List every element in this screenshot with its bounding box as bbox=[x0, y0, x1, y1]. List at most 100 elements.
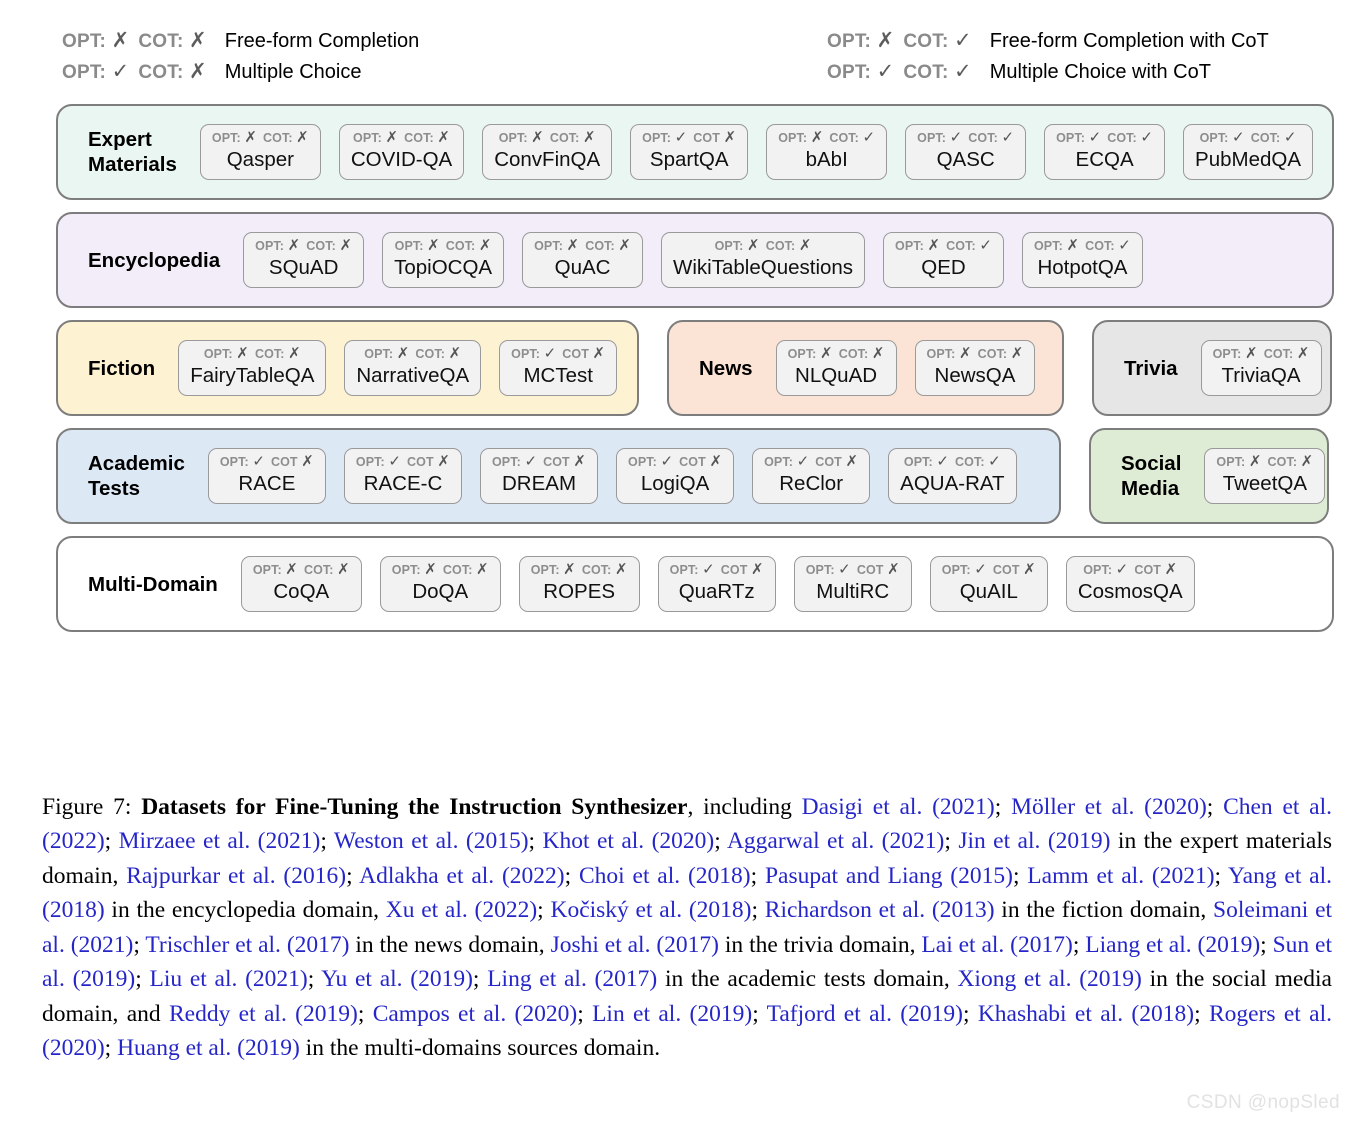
citation-link[interactable]: Jin et al. (2019) bbox=[958, 828, 1111, 855]
cot-flag: COT: ✗ bbox=[838, 345, 885, 363]
dataset-tag[interactable]: OPT: ✓COT: ✓PubMedQA bbox=[1183, 124, 1314, 180]
opt-flag: OPT: ✗ bbox=[1033, 237, 1080, 255]
dataset-tag[interactable]: OPT: ✓COT ✗SpartQA bbox=[630, 124, 749, 180]
citation-link[interactable]: Ling et al. (2017) bbox=[487, 966, 658, 993]
citation-link[interactable]: Khot et al. (2020) bbox=[542, 828, 715, 855]
citation-link[interactable]: Lamm et al. (2021) bbox=[1027, 862, 1215, 889]
citation-link[interactable]: Richardson et al. (2013) bbox=[764, 897, 995, 924]
dataset-tag[interactable]: OPT: ✗COT: ✗ConvFinQA bbox=[482, 124, 613, 180]
dataset-tag[interactable]: OPT: ✓COT: ✓AQUA-RAT bbox=[888, 448, 1017, 504]
dataset-tag[interactable]: OPT: ✓COT: ✓QASC bbox=[905, 124, 1027, 180]
dataset-tag[interactable]: OPT: ✗COT: ✗COVID-QA bbox=[338, 124, 465, 180]
dataset-tag-name: NLQuAD bbox=[795, 363, 878, 387]
citation-link[interactable]: Lin et al. (2019) bbox=[592, 1000, 753, 1027]
dataset-tag[interactable]: OPT: ✗COT: ✗NewsQA bbox=[914, 340, 1036, 396]
citation-link[interactable]: Trischler et al. (2017) bbox=[145, 931, 350, 958]
cot-mark: ✗ bbox=[887, 561, 900, 579]
dataset-tag-list: OPT: ✗COT: ✗Qasper OPT: ✗COT: ✗COVID-QA OP… bbox=[191, 124, 1322, 180]
citation-link[interactable]: Möller et al. (2020) bbox=[1011, 794, 1207, 820]
dataset-tag[interactable]: OPT: ✗COT: ✗DoQA bbox=[379, 556, 501, 612]
citation-link[interactable]: Yu et al. (2019) bbox=[321, 966, 473, 993]
caption-text: ; bbox=[714, 828, 727, 855]
citation-link[interactable]: Yang et al. (2018) bbox=[42, 862, 1333, 924]
dataset-tag[interactable]: OPT: ✗COT: ✗ROPES bbox=[518, 556, 640, 612]
dataset-tag[interactable]: OPT: ✗COT: ✗NarrativeQA bbox=[344, 340, 482, 396]
dataset-tag-list: OPT: ✗COT: ✗TweetQA bbox=[1195, 448, 1334, 504]
dataset-tag-flags: OPT: ✓COT ✗ bbox=[1078, 562, 1183, 579]
citation-link[interactable]: Khashabi et al. (2018) bbox=[977, 1000, 1195, 1027]
opt-mark: ✓ bbox=[543, 345, 557, 363]
opt-mark: ✗ bbox=[244, 129, 258, 147]
dataset-tag[interactable]: OPT: ✓COT ✗RACE bbox=[207, 448, 326, 504]
dataset-tag[interactable]: OPT: ✗COT: ✓HotpotQA bbox=[1021, 232, 1143, 288]
opt-mark: ✗ bbox=[1248, 453, 1262, 471]
citation-link[interactable]: Tafjord et al. (2019) bbox=[766, 1000, 963, 1027]
citation-link[interactable]: Liang et al. (2019) bbox=[1085, 931, 1261, 958]
dataset-tag[interactable]: OPT: ✗COT: ✗TweetQA bbox=[1204, 448, 1326, 504]
citation-link[interactable]: Aggarwal et al. (2021) bbox=[726, 828, 945, 855]
dataset-tag[interactable]: OPT: ✓COT ✗QuaRTz bbox=[657, 556, 776, 612]
figure-title: Datasets for Fine-Tuning the Instruction… bbox=[141, 794, 688, 820]
dataset-tag[interactable]: OPT: ✗COT: ✗QuAC bbox=[522, 232, 644, 288]
citation-link[interactable]: Soleimani et al. (2021) bbox=[42, 897, 1333, 958]
citation-link[interactable]: Dasigi et al. (2021) bbox=[801, 794, 995, 820]
caption-text: ; bbox=[564, 862, 579, 889]
citation-link[interactable]: Chen et al. (2022) bbox=[42, 794, 1333, 855]
citation-link[interactable]: Lai et al. (2017) bbox=[921, 931, 1073, 958]
dataset-tag[interactable]: OPT: ✗COT: ✗WikiTableQuestions bbox=[661, 232, 866, 288]
citation-link[interactable]: Kočiský et al. (2018) bbox=[550, 897, 752, 924]
dataset-tag[interactable]: OPT: ✗COT: ✓bAbI bbox=[766, 124, 888, 180]
citation-link[interactable]: Reddy et al. (2019) bbox=[168, 1000, 358, 1027]
dataset-tag[interactable]: OPT: ✗COT: ✗TriviaQA bbox=[1200, 340, 1322, 396]
citation-link[interactable]: Liu et al. (2021) bbox=[149, 966, 308, 993]
dataset-tag-flags: OPT: ✗COT: ✗ bbox=[673, 238, 853, 255]
citation-link[interactable]: Xiong et al. (2019) bbox=[957, 966, 1142, 993]
cot-mark: ✗ bbox=[573, 453, 587, 471]
dataset-tag[interactable]: OPT: ✗COT: ✓QED bbox=[883, 232, 1004, 288]
citation-link[interactable]: Huang et al. (2019) bbox=[117, 1034, 300, 1061]
citation-link[interactable]: Joshi et al. (2017) bbox=[550, 931, 720, 958]
opt-flag: OPT: ✓ bbox=[1199, 129, 1245, 147]
dataset-tag[interactable]: OPT: ✗COT: ✗FairyTableQA bbox=[178, 340, 327, 396]
dataset-tag-name: DREAM bbox=[501, 471, 577, 495]
opt-flag: OPT: ✗ bbox=[1216, 453, 1262, 471]
citation-link[interactable]: Adlakha et al. (2022) bbox=[359, 862, 565, 889]
dataset-tag[interactable]: OPT: ✓COT ✗CosmosQA bbox=[1065, 556, 1195, 612]
dataset-tag[interactable]: OPT: ✓COT ✗LogiQA bbox=[616, 448, 735, 504]
citation-link[interactable]: Sun et al. (2019) bbox=[42, 931, 1333, 993]
dataset-tag-name: QED bbox=[921, 255, 966, 279]
cot-mark: ✓ bbox=[953, 60, 972, 83]
citation-link[interactable]: Rogers et al. (2020) bbox=[42, 1000, 1332, 1061]
legend-item-right-1: OPT: ✓COT: ✓Multiple Choice with CoT bbox=[827, 59, 1269, 90]
dataset-tag[interactable]: OPT: ✗COT: ✗Qasper bbox=[199, 124, 321, 180]
cot-flag: COT: ✗ bbox=[404, 129, 450, 147]
caption-text: ; bbox=[133, 931, 146, 958]
citation-link[interactable]: Choi et al. (2018) bbox=[579, 862, 751, 889]
dataset-tag[interactable]: OPT: ✓COT ✗DREAM bbox=[479, 448, 599, 504]
citation-link[interactable]: Weston et al. (2015) bbox=[333, 828, 529, 855]
dataset-tag[interactable]: OPT: ✗COT: ✗TopiOCQA bbox=[382, 232, 505, 288]
dataset-tag[interactable]: OPT: ✓COT ✗RACE-C bbox=[343, 448, 462, 504]
opt-flag: OPT: ✓ bbox=[903, 453, 950, 471]
citation-link[interactable]: Xu et al. (2022) bbox=[385, 897, 538, 924]
citation-link[interactable]: Pasupat and Liang (2015) bbox=[764, 862, 1013, 889]
dataset-tag[interactable]: OPT: ✗COT: ✗SQuAD bbox=[243, 232, 365, 288]
opt-flag: OPT: ✓ bbox=[491, 453, 538, 471]
dataset-tag[interactable]: OPT: ✗COT: ✗CoQA bbox=[240, 556, 362, 612]
dataset-tag[interactable]: OPT: ✓COT ✗ReClor bbox=[752, 448, 871, 504]
citation-link[interactable]: Campos et al. (2020) bbox=[372, 1000, 578, 1027]
citation-link[interactable]: Rajpurkar et al. (2016) bbox=[126, 862, 347, 889]
citation-link[interactable]: Mirzaee et al. (2021) bbox=[118, 828, 321, 855]
dataset-tag-list: OPT: ✗COT: ✗NLQuAD OPT: ✗COT: ✗NewsQA bbox=[767, 340, 1048, 396]
dataset-tag[interactable]: OPT: ✓COT ✗MCTest bbox=[499, 340, 618, 396]
dataset-tag[interactable]: OPT: ✓COT: ✓ECQA bbox=[1044, 124, 1166, 180]
caption-text: ; bbox=[472, 966, 488, 993]
dataset-tag[interactable]: OPT: ✓COT ✗MultiRC bbox=[793, 556, 912, 612]
dataset-tag[interactable]: OPT: ✓COT ✗QuAIL bbox=[929, 556, 1048, 612]
dataset-tag[interactable]: OPT: ✗COT: ✗NLQuAD bbox=[775, 340, 897, 396]
dataset-tag-name: QuaRTz bbox=[678, 579, 755, 603]
